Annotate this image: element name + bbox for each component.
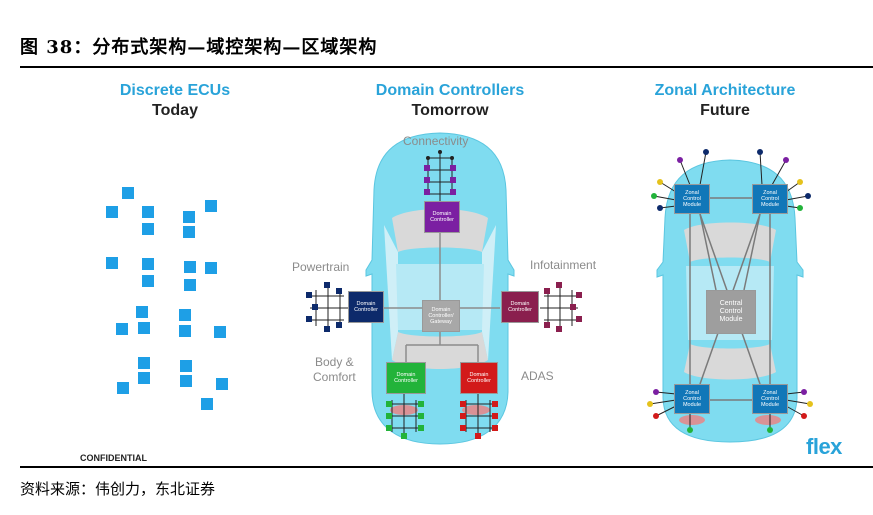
box-line: Module	[760, 402, 780, 409]
box-line: Control	[719, 307, 743, 315]
box-line: Module	[719, 316, 743, 324]
confidential-label: CONFIDENTIAL	[80, 453, 147, 463]
ecu-square	[216, 378, 228, 390]
box-line: Controller	[508, 307, 532, 313]
box-line: Module	[682, 402, 702, 409]
ecu-square	[184, 261, 196, 273]
box-line: Control	[761, 195, 779, 202]
box-line: Control	[761, 395, 779, 402]
label-powertrain: Powertrain	[292, 260, 350, 274]
ecu-square	[214, 326, 226, 338]
ecu-square	[179, 309, 191, 321]
discrete-subtitle: Today	[152, 102, 198, 119]
ecu-square	[106, 206, 118, 218]
ecu-square	[117, 382, 129, 394]
box-line: Controller/	[428, 312, 454, 319]
box-line: Central	[719, 299, 743, 307]
box-line: Zonal	[763, 389, 777, 396]
domain-subtitle: Tomorrow	[411, 102, 489, 119]
discrete-title: Discrete ECUs	[119, 82, 231, 99]
box-line: Control	[683, 195, 701, 202]
box-line: Domain	[432, 210, 452, 217]
zonal-subtitle: Future	[700, 102, 750, 119]
label-connectivity: Connectivity	[403, 134, 469, 148]
ecu-square	[180, 375, 192, 387]
box-line: Domain	[431, 306, 451, 313]
label-comfort: Comfort	[313, 370, 356, 384]
box-line: Controller	[394, 378, 418, 384]
box-line: Controller	[430, 217, 454, 223]
zonal-title: Zonal Architecture	[654, 82, 796, 99]
ecu-square	[116, 323, 128, 335]
box-line: Gateway	[430, 319, 452, 326]
box-line: Module	[682, 202, 702, 209]
box-line: Zonal	[685, 389, 699, 396]
label-body: Body &	[315, 355, 354, 369]
ecu-square	[142, 206, 154, 218]
ecu-square	[183, 226, 195, 238]
box-line: Module	[760, 202, 780, 209]
ecu-square	[184, 279, 196, 291]
ecu-square	[138, 372, 150, 384]
label-adas: ADAS	[521, 369, 554, 383]
ecu-square	[138, 322, 150, 334]
domain-title: Domain Controllers	[375, 82, 525, 99]
ecu-square	[180, 360, 192, 372]
box-line: Domain	[396, 371, 416, 378]
ecu-square	[142, 223, 154, 235]
label-infotainment: Infotainment	[530, 258, 597, 272]
box-line: Zonal	[685, 189, 699, 196]
ecu-square	[179, 325, 191, 337]
flex-logo: flex	[806, 434, 842, 459]
box-line: Controller	[467, 378, 491, 384]
ecu-square	[142, 275, 154, 287]
box-line: Controller	[354, 307, 378, 313]
ecu-square	[138, 357, 150, 369]
ecu-square	[106, 257, 118, 269]
ecu-square	[122, 187, 134, 199]
top-rule	[20, 66, 873, 68]
box-line: Domain	[469, 371, 489, 378]
ecu-square	[136, 306, 148, 318]
bottom-rule	[20, 466, 873, 468]
ecu-square	[205, 262, 217, 274]
box-line: Control	[683, 395, 701, 402]
box-line: Zonal	[763, 189, 777, 196]
box-line: Domain	[356, 300, 376, 307]
box-line: Domain	[510, 300, 530, 307]
ecu-square	[142, 258, 154, 270]
figure-title: 图 38：分布式架构—域控架构—区域架构	[20, 37, 378, 58]
figure-source: 资料来源：伟创力，东北证券	[20, 480, 216, 498]
ecu-square	[205, 200, 217, 212]
ecu-square	[183, 211, 195, 223]
ecu-square	[201, 398, 213, 410]
